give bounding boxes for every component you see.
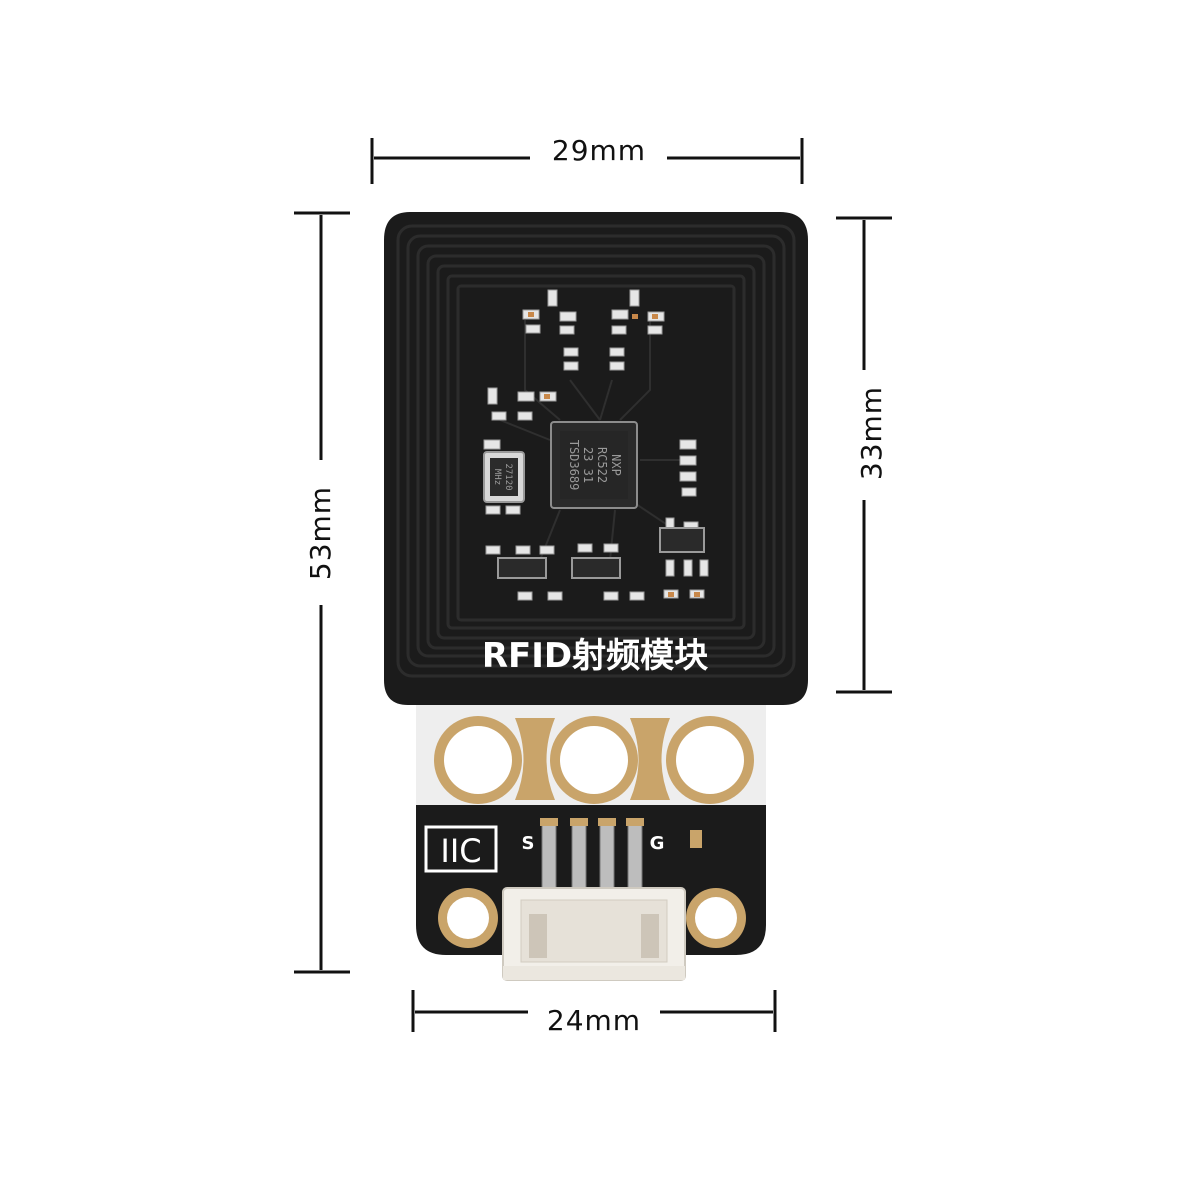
crystal-marking-unit: MHz [492,469,502,485]
total-height-label: 53mm [304,486,337,580]
antenna-coil [396,224,796,678]
crystal-oscillator: 27120 MHz [483,451,525,503]
crystal-marking: 27120 [503,463,513,490]
iic-label-box: IIC [424,825,498,873]
jst-connector [502,887,686,981]
top-width-label: 29mm [552,134,646,167]
iic-label: IIC [440,832,481,870]
chip-marking-line-2: RC522 [595,447,609,483]
clip-holes [434,716,754,804]
total-height-dimension [294,211,350,974]
mounting-holes [438,888,746,948]
pin-label-g: G [650,833,665,854]
bottom-width-label: 24mm [547,1004,641,1037]
antenna-height-dimension [836,216,892,694]
board-title: RFID射频模块 [482,636,708,676]
chip-marking-line-3: 23 31 [581,447,595,483]
pcb-traces [499,320,691,561]
bottom-width-dimension [411,990,777,1032]
pin-pads [540,818,702,848]
sot-transistors [497,527,705,579]
rfid-module-board: NXP RC522 23 31 TSD3689 27120 MHz [384,212,808,981]
pin-label-s: S [522,833,535,854]
top-width-dimension [370,138,804,184]
antenna-height-label: 33mm [855,386,888,480]
chip-marking-line-1: NXP [609,454,623,476]
chip-marking-line-4: TSD3689 [567,440,581,491]
rc522-chip: NXP RC522 23 31 TSD3689 [550,421,638,509]
orange-resistors [528,312,700,597]
smd-components [483,289,709,601]
